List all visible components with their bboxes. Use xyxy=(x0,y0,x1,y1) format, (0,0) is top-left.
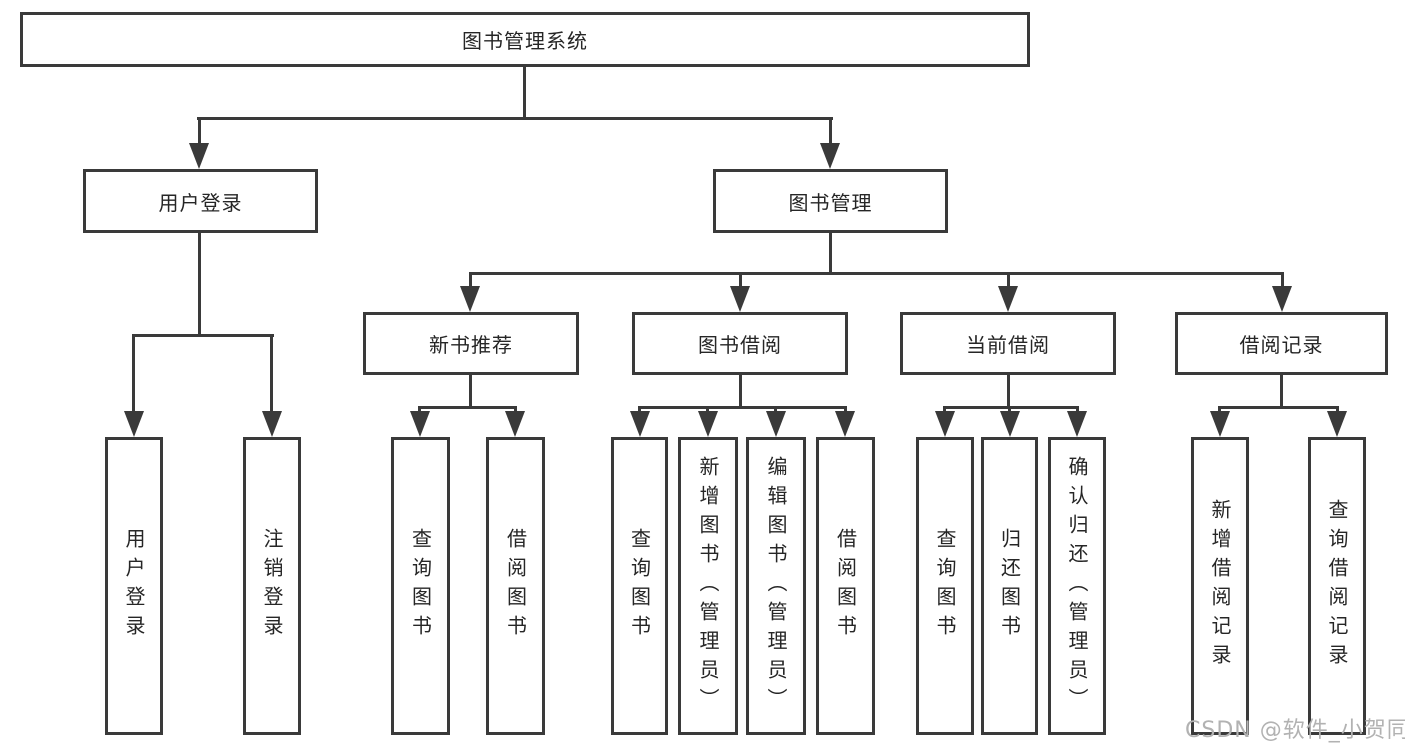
node-book-management: 图书管理 xyxy=(713,169,948,233)
leaf-query-books-borrowing: 查询图书 xyxy=(611,437,668,735)
leaf-label: 编辑图书（管理员） xyxy=(764,455,788,717)
leaf-label: 归还图书 xyxy=(997,528,1022,644)
leaf-borrow-books: 借阅图书 xyxy=(816,437,875,735)
connector-current-borrowing-rail xyxy=(943,406,1079,409)
leaf-label: 查询图书 xyxy=(627,528,652,644)
connector-stem xyxy=(943,406,946,415)
arrowhead-down-icon xyxy=(189,143,209,169)
connector-stem xyxy=(418,406,421,415)
node-label: 图书管理 xyxy=(788,190,873,215)
node-label: 图书借阅 xyxy=(698,333,782,357)
leaf-user-login: 用户登录 xyxy=(105,437,163,735)
arrowhead-down-icon xyxy=(410,411,430,437)
leaf-query-books-recommend: 查询图书 xyxy=(391,437,450,735)
connector-stem xyxy=(469,272,472,288)
node-label: 用户登录 xyxy=(158,190,243,215)
connector-stem-book-management xyxy=(829,117,832,147)
connector-stem xyxy=(270,334,273,414)
leaf-return-books: 归还图书 xyxy=(981,437,1038,735)
leaf-borrow-books-recommend: 借阅图书 xyxy=(486,437,545,735)
connector-new-book-drop xyxy=(469,375,472,409)
connector-user-login-drop xyxy=(198,233,201,337)
node-library-management-system: 图书管理系统 xyxy=(20,12,1030,67)
node-new-book-recommendation: 新书推荐 xyxy=(363,312,579,375)
leaf-label: 查询图书 xyxy=(408,528,433,644)
connector-user-login-rail xyxy=(132,334,274,337)
arrowhead-down-icon xyxy=(505,411,525,437)
connector-stem xyxy=(1281,272,1284,288)
arrowhead-down-icon xyxy=(262,411,282,437)
leaf-label: 查询图书 xyxy=(933,528,957,644)
connector-borrowing-records-drop xyxy=(1280,375,1283,409)
arrowhead-down-icon xyxy=(1067,411,1087,437)
connector-new-book-rail xyxy=(418,406,517,409)
connector-stem xyxy=(132,334,135,414)
node-label: 当前借阅 xyxy=(966,333,1050,357)
connector-book-management-drop xyxy=(829,233,832,275)
node-label: 借阅记录 xyxy=(1239,333,1324,357)
arrowhead-down-icon xyxy=(998,286,1018,312)
arrowhead-down-icon xyxy=(1272,286,1292,312)
connector-current-borrowing-drop xyxy=(1007,375,1010,409)
connector-stem xyxy=(1336,406,1339,415)
connector-stem xyxy=(1007,272,1010,288)
node-label: 图书管理系统 xyxy=(462,29,588,53)
connector-stem xyxy=(844,406,847,415)
node-book-borrowing: 图书借阅 xyxy=(632,312,848,375)
leaf-label: 借阅图书 xyxy=(503,528,528,644)
connector-stem-user-login xyxy=(198,117,201,147)
arrowhead-down-icon xyxy=(1327,411,1347,437)
leaf-label: 用户登录 xyxy=(122,528,146,644)
connector-stem xyxy=(1076,406,1079,415)
arrowhead-down-icon xyxy=(630,411,650,437)
connector-stem xyxy=(514,406,517,415)
arrowhead-down-icon xyxy=(124,411,144,437)
connector-stem xyxy=(1218,406,1221,415)
arrowhead-down-icon xyxy=(460,286,480,312)
node-label: 新书推荐 xyxy=(429,333,513,357)
arrowhead-down-icon xyxy=(1000,411,1020,437)
connector-level2-rail xyxy=(197,117,833,120)
arrowhead-down-icon xyxy=(730,286,750,312)
leaf-query-borrow-record: 查询借阅记录 xyxy=(1308,437,1366,735)
leaf-confirm-return-admin: 确认归还（管理员） xyxy=(1048,437,1106,735)
connector-level3-rail xyxy=(469,272,1284,275)
leaf-query-books-current: 查询图书 xyxy=(916,437,974,735)
arrowhead-down-icon xyxy=(1210,411,1230,437)
leaf-label: 借阅图书 xyxy=(833,528,858,644)
leaf-add-books-admin: 新增图书（管理员） xyxy=(678,437,738,735)
connector-stem xyxy=(774,406,777,415)
leaf-add-borrow-record: 新增借阅记录 xyxy=(1191,437,1249,735)
connector-stem xyxy=(739,272,742,288)
arrowhead-down-icon xyxy=(935,411,955,437)
connector-borrowing-records-rail xyxy=(1218,406,1339,409)
arrowhead-down-icon xyxy=(766,411,786,437)
connector-stem xyxy=(1008,406,1011,415)
leaf-logout: 注销登录 xyxy=(243,437,301,735)
node-borrowing-records: 借阅记录 xyxy=(1175,312,1388,375)
arrowhead-down-icon xyxy=(835,411,855,437)
leaf-label: 查询借阅记录 xyxy=(1325,499,1349,673)
connector-root-drop xyxy=(523,67,526,120)
arrowhead-down-icon xyxy=(820,143,840,169)
leaf-label: 新增借阅记录 xyxy=(1208,499,1232,673)
node-current-borrowing: 当前借阅 xyxy=(900,312,1116,375)
watermark: CSDN @软件_小贺同学 xyxy=(1185,718,1405,743)
leaf-label: 注销登录 xyxy=(260,528,284,644)
leaf-edit-books-admin: 编辑图书（管理员） xyxy=(746,437,806,735)
arrowhead-down-icon xyxy=(698,411,718,437)
node-user-login: 用户登录 xyxy=(83,169,318,233)
connector-book-borrowing-drop xyxy=(739,375,742,409)
connector-stem xyxy=(638,406,641,415)
connector-book-borrowing-rail xyxy=(638,406,847,409)
connector-stem xyxy=(706,406,709,415)
leaf-label: 新增图书（管理员） xyxy=(696,455,720,717)
leaf-label: 确认归还（管理员） xyxy=(1065,455,1089,717)
